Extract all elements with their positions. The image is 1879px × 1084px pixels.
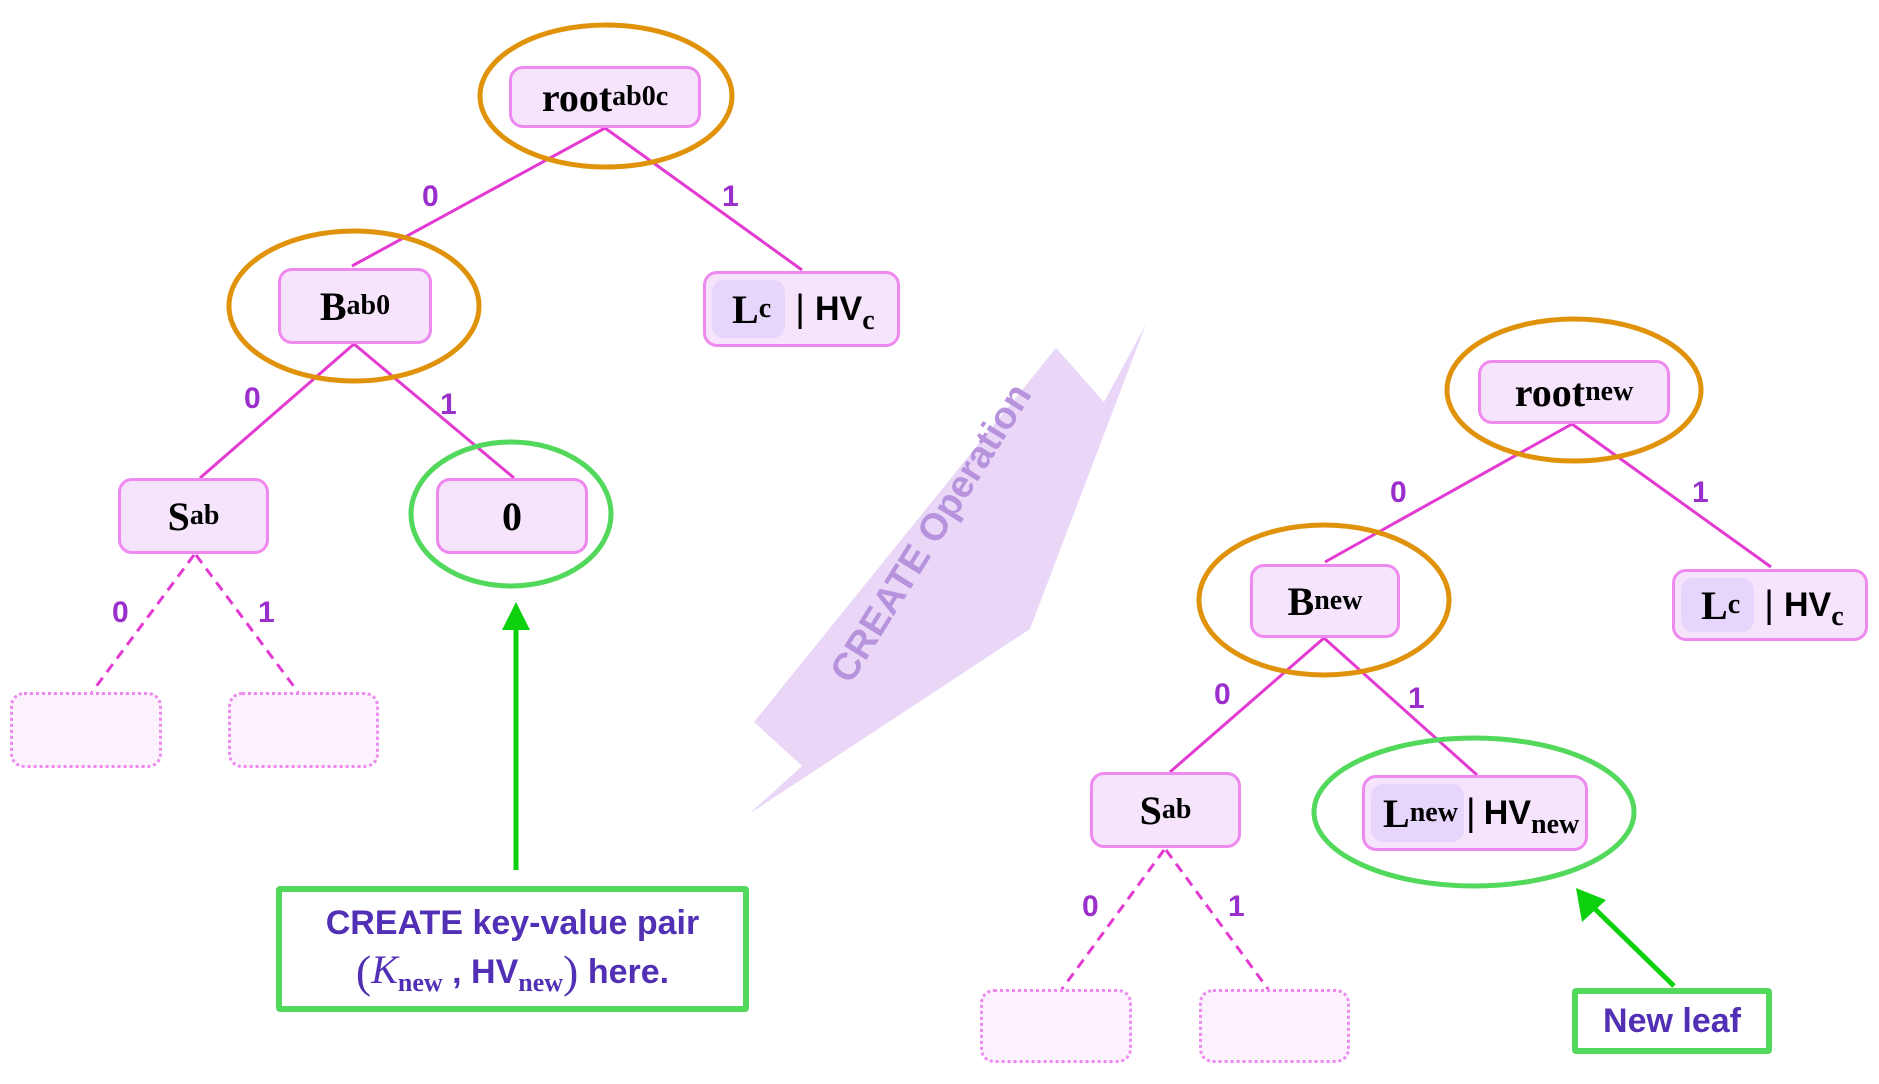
- edge-root-new-right: [1571, 422, 1772, 569]
- subtree-label: S: [167, 493, 190, 539]
- empty-node-label: 0: [502, 493, 522, 539]
- leaf-new-hash-value: HVnew: [1483, 793, 1579, 839]
- edge-label-root-new-left: 0: [1390, 476, 1407, 509]
- leaf-hash-value: HVc: [815, 289, 875, 335]
- edge-label-subtree-new-left: 0: [1082, 890, 1099, 923]
- edge-label-subtree-new-right: 1: [1228, 890, 1245, 923]
- leaf-separator: |: [795, 287, 805, 330]
- root-new-label: root: [1514, 369, 1586, 415]
- empty-node-zero: 0: [436, 478, 588, 554]
- green-ring-new-leaf: [1311, 735, 1637, 889]
- leaf-hv-label: HV: [815, 289, 863, 328]
- leaf-new-hv-label: HV: [1483, 793, 1532, 832]
- create-here-callout: CREATE key-value pair (Knew , HVnew) her…: [276, 886, 749, 1012]
- edge-branch-new-right: [1322, 636, 1479, 777]
- edge-label-root-new-right: 1: [1692, 476, 1709, 509]
- edge-branch-new-left: [1169, 636, 1325, 774]
- edge-root-new-left: [1324, 422, 1573, 564]
- edge-subtree-left-dashed: [90, 554, 196, 693]
- edge-subtree-new-left-dashed: [1060, 849, 1166, 990]
- root-label: root: [541, 74, 613, 120]
- leaf-hash-value: HVc: [1784, 585, 1844, 631]
- new-leaf-label: New leaf: [1603, 1001, 1741, 1040]
- leaf-hv-label: HV: [1784, 585, 1832, 624]
- new-leaf-callout: New leaf: [1572, 988, 1772, 1054]
- edge-root-right: [604, 126, 803, 272]
- edge-subtree-new-right-dashed: [1164, 849, 1270, 990]
- edge-branch-right: [353, 342, 515, 480]
- new-leaf-arrow-shaft: [1590, 904, 1676, 988]
- placeholder-node: [1199, 989, 1350, 1063]
- leaf-hv-subscript: c: [1831, 600, 1844, 632]
- callout-line1: CREATE key-value pair: [325, 904, 700, 942]
- placeholder-node: [228, 692, 379, 768]
- edge-label-root-left: 0: [422, 180, 439, 213]
- leaf-hv-subscript: c: [862, 304, 875, 336]
- edge-label-subtree-left: 0: [112, 596, 129, 629]
- edge-label-subtree-right: 1: [258, 596, 275, 629]
- callout-tail: here.: [578, 953, 670, 991]
- branch-new-label: B: [1287, 578, 1315, 624]
- hv-var: HV: [471, 953, 519, 991]
- orange-ring-root-after: [1444, 316, 1704, 464]
- subtree-label: S: [1139, 787, 1162, 833]
- edge-label-branch-new-right: 1: [1408, 682, 1425, 715]
- edge-label-branch-left: 0: [244, 382, 261, 415]
- key-var: K: [371, 947, 398, 992]
- edge-label-branch-right: 1: [440, 388, 457, 421]
- edge-label-branch-new-left: 0: [1214, 678, 1231, 711]
- green-ring-empty-node: [408, 439, 614, 589]
- edge-label-root-right: 1: [722, 180, 739, 213]
- leaf-new-hv-subscript: new: [1531, 808, 1580, 840]
- close-paren: ): [563, 946, 579, 997]
- branch-label: B: [319, 283, 347, 329]
- placeholder-node: [980, 989, 1132, 1063]
- leaf-new-key-label: L: [1383, 790, 1410, 836]
- hv-var-subscript: new: [518, 968, 564, 997]
- edge-branch-left: [199, 342, 355, 480]
- orange-ring-branch-before: [226, 228, 482, 384]
- edge-subtree-right-dashed: [194, 554, 300, 693]
- placeholder-node: [10, 692, 162, 768]
- new-leaf-arrow-head: [1576, 888, 1606, 922]
- leaf-separator: |: [1764, 583, 1774, 626]
- leaf-key-label: L: [732, 286, 759, 332]
- orange-ring-branch-after: [1196, 522, 1452, 678]
- edge-root-left: [351, 126, 606, 268]
- comma: ,: [442, 953, 472, 991]
- orange-ring-root-before: [477, 22, 735, 170]
- open-paren: (: [355, 946, 372, 997]
- leaf-new-separator: |: [1465, 791, 1476, 834]
- leaf-key-label: L: [1701, 582, 1728, 628]
- callout-line2: (Knew , HVnew) here.: [282, 945, 743, 998]
- operation-arrow-band: [749, 324, 1146, 814]
- key-var-subscript: new: [397, 968, 443, 997]
- green-arrow-head: [502, 602, 530, 630]
